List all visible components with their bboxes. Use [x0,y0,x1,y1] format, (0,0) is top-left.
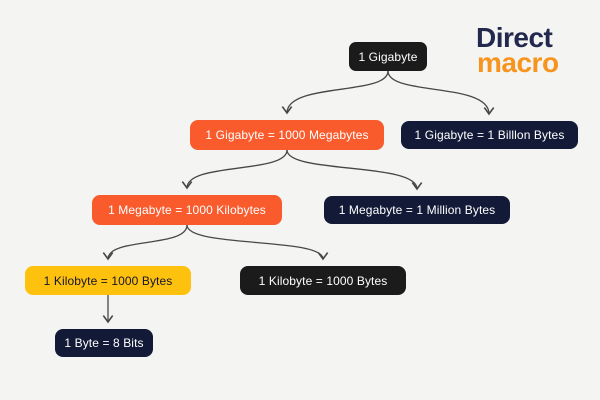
node-megabyte-bytes: 1 Megabyte = 1 Million Bytes [324,196,510,224]
node-gigabyte-bytes: 1 Gigabyte = 1 Billlon Bytes [401,121,578,149]
directmacro-logo: Direct macro [476,24,559,77]
edge-gb-to-gbbytes [387,70,495,116]
logo-text-direct: Direct [476,22,553,53]
edge-mbkb-to-kbleft [102,224,188,261]
edge-mbkb-to-kbright [186,224,329,261]
node-byte-bits: 1 Byte = 8 Bits [55,329,153,357]
edge-gbmb-to-mbkb [181,149,288,190]
node-kilobyte-bytes-right: 1 Kilobyte = 1000 Bytes [240,266,406,295]
node-kilobyte-bytes-left: 1 Kilobyte = 1000 Bytes [25,266,191,295]
logo-text-macro: macro [477,47,559,78]
edge-gb-to-gbmb [281,70,389,115]
edge-gbmb-to-mbbytes [286,149,423,191]
node-gigabyte: 1 Gigabyte [349,42,427,71]
node-gigabyte-megabytes: 1 Gigabyte = 1000 Megabytes [190,120,384,150]
node-megabyte-kilobytes: 1 Megabyte = 1000 Kilobytes [92,195,282,225]
